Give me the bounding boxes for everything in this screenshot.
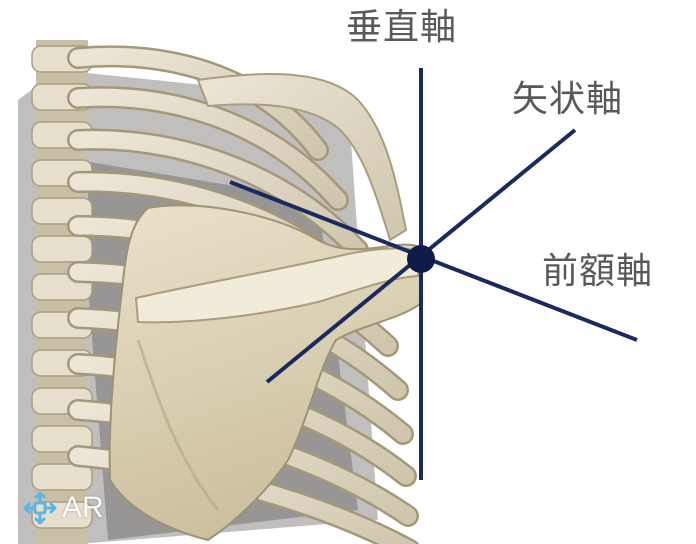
sagittal-axis-label: 矢状軸 [512, 82, 623, 118]
frontal-axis-label: 前額軸 [542, 254, 653, 290]
ar-button[interactable]: AR [18, 484, 118, 532]
vertical-axis-label: 垂直軸 [346, 10, 457, 46]
ar-cube-icon [22, 490, 58, 526]
pivot-point [407, 245, 435, 273]
ar-label: AR [62, 490, 104, 526]
